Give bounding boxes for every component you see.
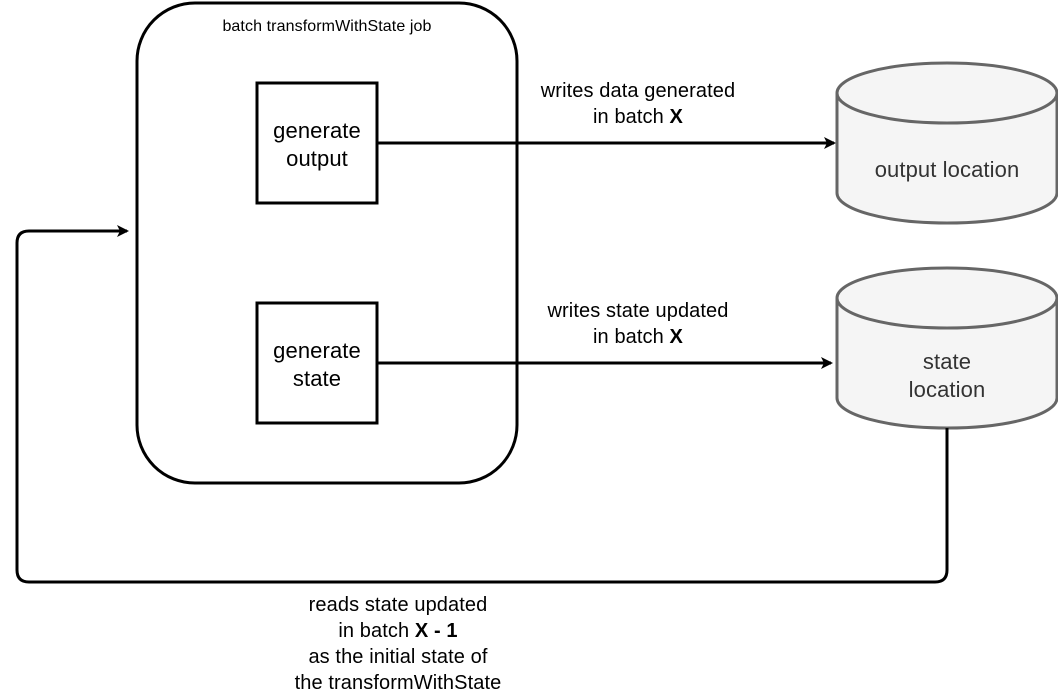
generate-output-label: generate output: [273, 118, 361, 171]
reads-state-arrow: [15, 225, 949, 584]
writes-output-label: writes data generated in batch X: [540, 80, 736, 128]
generate-state-box: [255, 301, 379, 425]
output-location-label: output location: [874, 157, 1020, 182]
job-container: [135, 1, 519, 485]
generate-state-label: generate state: [273, 338, 361, 391]
job-title: batch transformWithState job: [222, 18, 432, 35]
state-location-label: state location: [908, 349, 986, 402]
generate-output-box: [255, 81, 379, 205]
output-location-cylinder: [835, 61, 1058, 225]
reads-state-label: reads state updated in batch X - 1 as th…: [294, 594, 502, 694]
state-location-cylinder: [835, 266, 1058, 430]
writes-state-label: writes state updated in batch X: [547, 300, 729, 348]
